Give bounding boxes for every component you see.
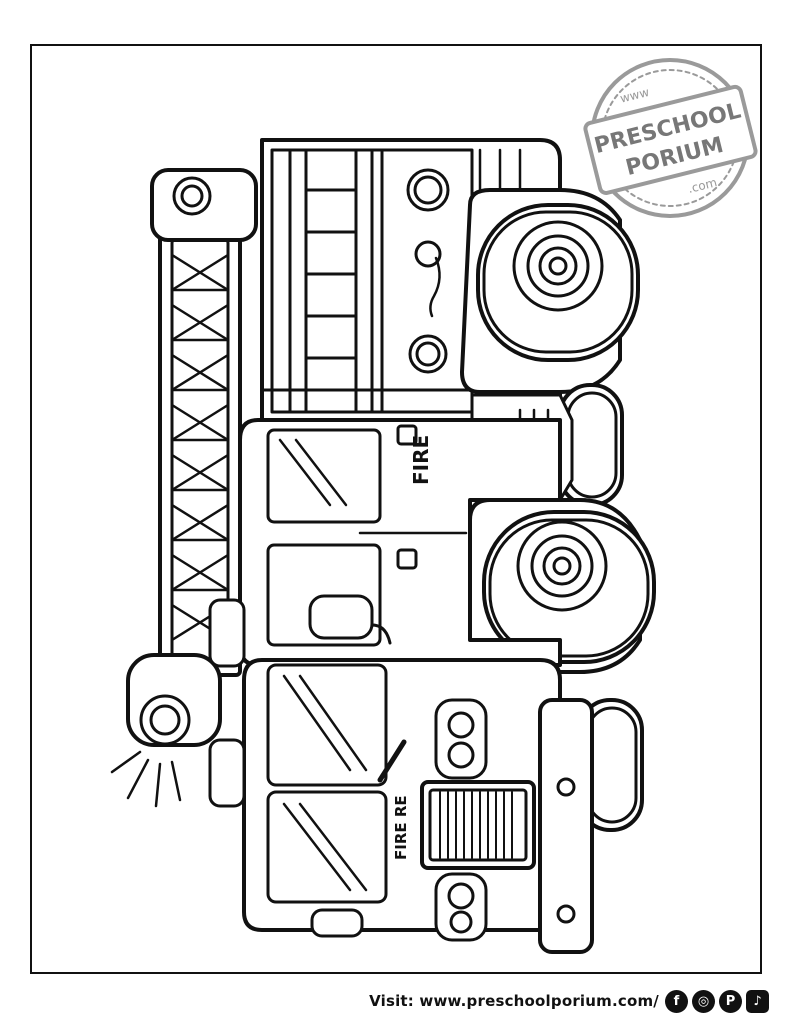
front-cab: FIRE RE [208,598,594,954]
cab-fire-label: FIRE RE [392,795,410,860]
logo-text-www: www [619,85,651,106]
logo-text-com: .com [686,175,718,196]
rear-body [260,138,562,422]
bumper-wheel [578,698,644,832]
footer: Visit: www.preschoolporium.com/ f ◎ P ♪ [0,982,791,1022]
side-fire-label: FIRE [409,435,433,485]
rear-wheel-top [460,188,640,394]
pinterest-icon[interactable]: P [719,990,742,1013]
social-icons: f ◎ P ♪ [665,990,769,1013]
cab: FIRE [238,418,562,667]
ladder [110,168,258,808]
facebook-icon[interactable]: f [665,990,688,1013]
preschool-porium-logo: PRESCHOOL PORIUM www .com [583,58,758,218]
instagram-icon[interactable]: ◎ [692,990,715,1013]
page-border [30,44,762,974]
tiktok-icon[interactable]: ♪ [746,990,769,1013]
visit-url-text[interactable]: Visit: www.preschoolporium.com/ [369,992,659,1010]
front-wheel [460,498,656,674]
